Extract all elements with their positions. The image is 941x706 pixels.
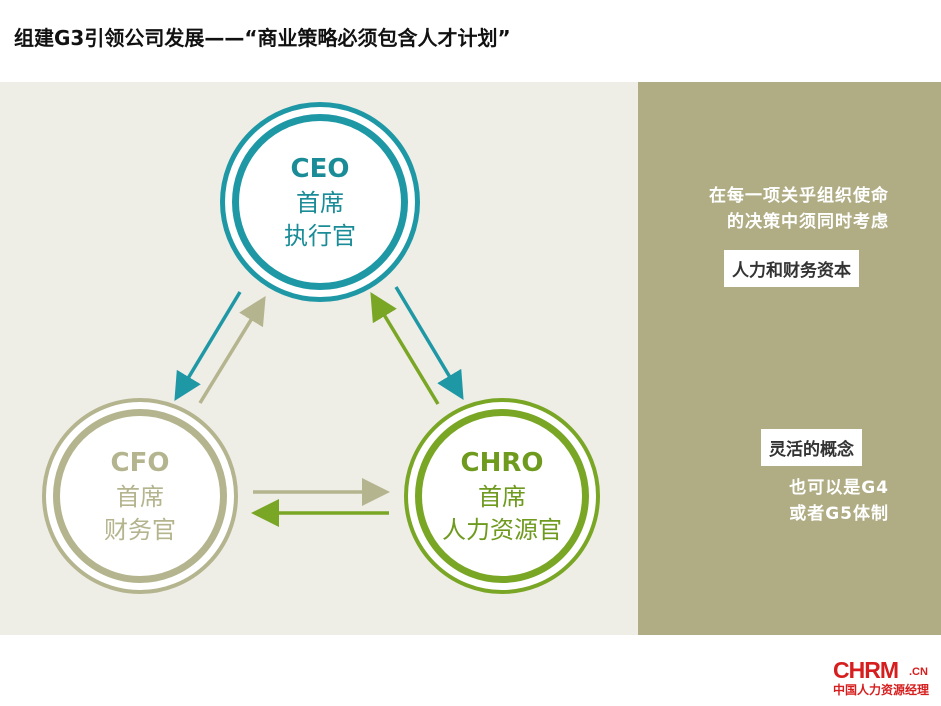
- chrm-logo: CHRM .CN 中国人力资源经理: [833, 657, 933, 701]
- cfo-abbr: CFO: [110, 448, 170, 479]
- chro-node: CHRO 首席 人力资源官: [404, 398, 600, 594]
- ceo-line2: 执行官: [284, 221, 356, 250]
- arrow-ceo-to-cfo: [174, 291, 242, 401]
- side-panel: [638, 82, 941, 635]
- cfo-node: CFO 首席 财务官: [42, 398, 238, 594]
- cfo-node-inner: CFO 首席 财务官: [53, 409, 227, 583]
- arrow-cfo-to-ceo: [198, 296, 266, 404]
- side-statement-line2: 的决策中须同时考虑: [727, 211, 889, 232]
- ceo-node: CEO 首席 执行官: [220, 102, 420, 302]
- capital-label-box: 人力和财务资本: [724, 250, 859, 287]
- flexible-concept-box: 灵活的概念: [761, 429, 862, 466]
- cfo-line1: 首席: [116, 483, 164, 512]
- logo-domain-text: .CN: [909, 666, 928, 678]
- logo-main-text: CHRM: [833, 657, 899, 683]
- ceo-abbr: CEO: [290, 154, 350, 185]
- page-title: 组建G3引领公司发展——“商业策略必须包含人才计划”: [14, 26, 511, 50]
- cfo-line2: 财务官: [104, 515, 176, 544]
- arrow-ceo-to-chro: [394, 286, 464, 401]
- logo-sub-text: 中国人力资源经理: [833, 683, 930, 697]
- ceo-line1: 首席: [296, 189, 344, 218]
- side-note-line2: 或者G5体制: [789, 503, 889, 524]
- side-statement-line1: 在每一项关乎组织使命: [709, 186, 889, 206]
- side-statement: 在每一项关乎组织使命 的决策中须同时考虑: [709, 184, 889, 235]
- chro-line2: 人力资源官: [442, 515, 562, 544]
- chro-node-inner: CHRO 首席 人力资源官: [415, 409, 589, 583]
- side-note-line1: 也可以是G4: [789, 478, 889, 498]
- chro-line1: 首席: [478, 483, 526, 512]
- ceo-node-inner: CEO 首席 执行官: [232, 114, 408, 290]
- side-note: 也可以是G4 或者G5体制: [789, 476, 889, 527]
- chro-abbr: CHRO: [460, 448, 544, 479]
- arrow-chro-to-ceo: [370, 292, 440, 405]
